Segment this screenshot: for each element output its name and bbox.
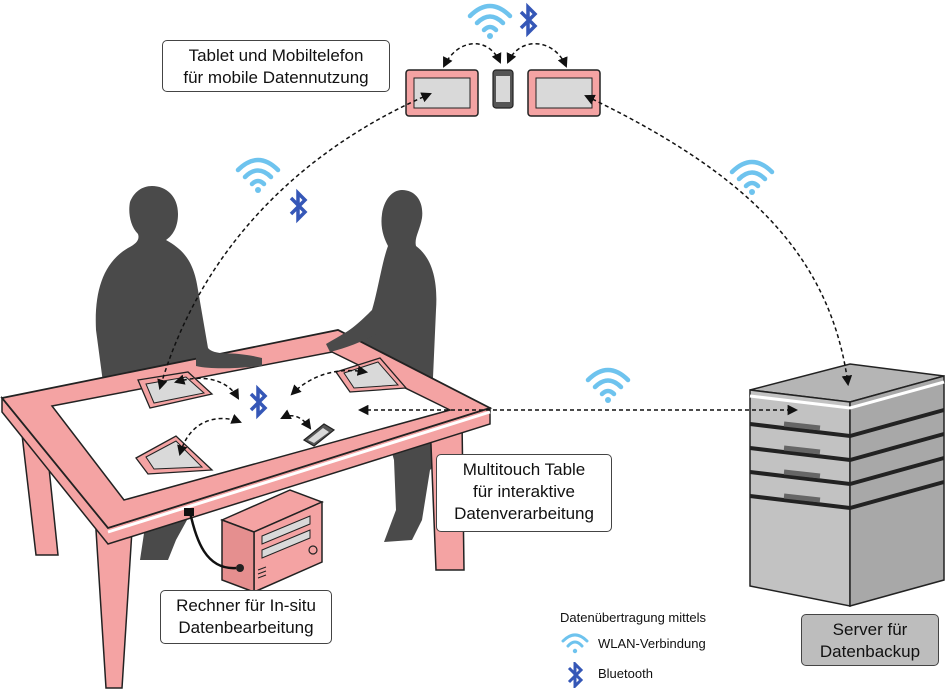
legend-label: WLAN-Verbindung (598, 636, 706, 651)
label-tablet-mobile: Tablet und Mobiltelefon für mobile Daten… (162, 40, 390, 92)
phone-top (492, 69, 514, 109)
tablet-top-left (405, 69, 479, 117)
server-tower (749, 363, 945, 607)
label-line: für mobile Datennutzung (183, 68, 369, 87)
connection-arrows (157, 43, 853, 457)
label-multitouch-table: Multitouch Table für interaktive Datenve… (436, 454, 612, 532)
wifi-icon (238, 160, 278, 193)
tablet-on-table (135, 435, 214, 475)
label-line: Datenbackup (819, 642, 921, 661)
legend-label: Bluetooth (598, 666, 653, 681)
table-leg (95, 529, 133, 689)
label-line: Multitouch Table (462, 460, 586, 479)
label-server: Server für Datenbackup (801, 614, 939, 666)
label-line: Datenbearbeitung (178, 618, 314, 637)
bluetooth-icon (289, 191, 307, 221)
label-line: Datenverarbeitung (454, 504, 594, 523)
tablet-top-right (527, 69, 601, 117)
label-line: für interaktive (472, 482, 576, 501)
wifi-icon (732, 162, 772, 195)
wifi-icon (561, 633, 589, 654)
legend-title: Datenübertragung mittels (560, 610, 706, 625)
phone-on-table (302, 423, 336, 447)
label-computer: Rechner für In-situ Datenbearbeitung (160, 590, 332, 644)
bluetooth-icon (567, 662, 584, 688)
wifi-icon (588, 370, 628, 403)
label-line: Server für (832, 620, 908, 639)
label-line: Tablet und Mobiltelefon (188, 46, 364, 65)
wifi-icon (470, 6, 510, 39)
bluetooth-icon (519, 5, 537, 35)
label-line: Rechner für In-situ (176, 596, 316, 615)
